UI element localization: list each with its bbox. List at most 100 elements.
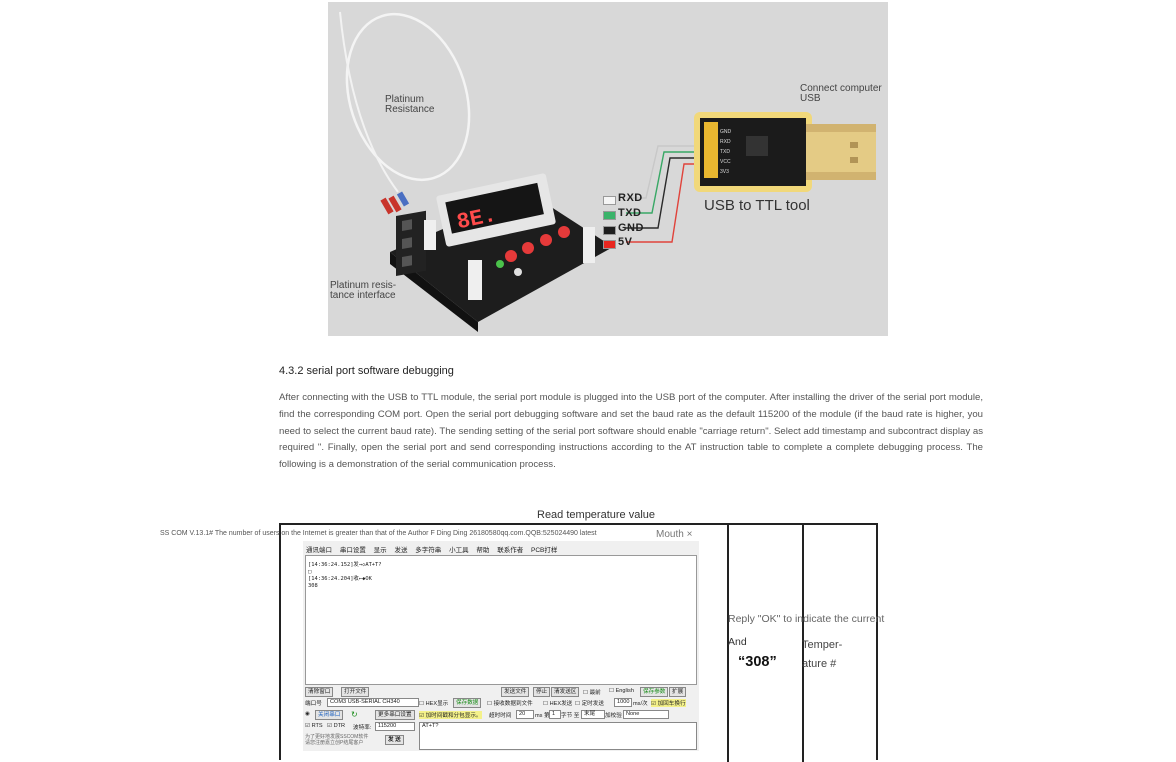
send-input[interactable]: AT+T? xyxy=(419,722,697,750)
port-select[interactable]: COM3 USB-SERIAL CH340 xyxy=(327,698,419,707)
log-line: 308 xyxy=(308,583,318,589)
probe-lead xyxy=(339,11,399,193)
log-line: [14:36:24.204]收←◆OK xyxy=(308,576,372,582)
send-button[interactable]: 发 送 xyxy=(385,735,404,745)
label-usb-ttl-tool: USB to TTL tool xyxy=(704,197,810,214)
checkbox-english[interactable]: ☐ English xyxy=(609,688,634,694)
sscom-control-panel: 清除窗口 打开文件 发送文件 停止 清发送区 ☐ 最前 ☐ English 保存… xyxy=(303,686,699,751)
table-caption: Read temperature value xyxy=(537,509,656,521)
log-line: [14:36:24.152]发→◇AT+T? xyxy=(308,562,382,568)
sscom-menu-bar: 通讯端口 串口设置 显示 发送 多字符串 小工具 帮助 联系作者 PCB打样 xyxy=(306,544,563,554)
checkbox-add-crlf-label: 加回车换行 xyxy=(657,701,686,707)
send-file-button[interactable]: 发送文件 xyxy=(501,687,530,697)
section-heading: 4.3.2 serial port software debugging xyxy=(279,365,454,377)
checkbox-rts[interactable]: ☑ RTS xyxy=(305,723,323,729)
save-data-button[interactable]: 保存数据 xyxy=(453,698,482,708)
table-divider xyxy=(802,525,804,762)
checkbox-hex-display[interactable]: ☐ HEX显示 xyxy=(419,701,449,707)
sscom-title-bar: SS COM V.13.1# The number of users on th… xyxy=(160,530,597,537)
checkbox-top-label: 最前 xyxy=(589,690,601,696)
stop-button[interactable]: 停止 xyxy=(533,687,551,697)
byte-index-input[interactable]: 1 xyxy=(549,710,561,719)
timeout-input[interactable]: 20 xyxy=(516,710,534,719)
byte-label: 字节 至 xyxy=(561,713,580,719)
product-photo: 8E. GND RXD TXD VCC 3V3 Platinum Resista xyxy=(328,2,888,336)
and-text: And xyxy=(728,636,747,648)
temperature-label: Temper- ature # xyxy=(802,639,843,670)
checkbox-timestamp-label: 加时间戳和分包显示。 xyxy=(425,713,482,719)
wire-label-rxd: RXD xyxy=(618,192,643,204)
wiring-diagram-illustration: 8E. GND RXD TXD VCC 3V3 xyxy=(339,11,876,332)
svg-text:3V3: 3V3 xyxy=(720,169,729,175)
checkbox-recv-to-file[interactable]: ☐ 接收数据到文件 xyxy=(487,701,533,707)
checksum-select[interactable]: None xyxy=(623,710,669,719)
menu-item-comm-port[interactable]: 通讯端口 xyxy=(306,547,332,554)
expand-button[interactable]: 扩展 xyxy=(669,687,687,697)
platinum-wire-loop xyxy=(345,12,471,182)
status-indicator-icon: ◉ xyxy=(305,711,310,717)
checkbox-rts-label: RTS xyxy=(311,723,323,729)
receive-log[interactable]: [14:36:24.152]发→◇AT+T? □ [14:36:24.204]收… xyxy=(305,555,697,685)
reply-description: Reply "OK" to indicate the current xyxy=(728,613,885,625)
period-unit: ms/次 xyxy=(633,701,648,707)
menu-item-send[interactable]: 发送 xyxy=(394,547,408,554)
baud-label: 波特率: xyxy=(353,725,372,731)
wire-label-txd: TXD xyxy=(618,207,642,219)
menu-item-tools[interactable]: 小工具 xyxy=(449,547,469,554)
label-connect-usb: Connect computer USB xyxy=(800,83,882,104)
svg-text:GND: GND xyxy=(720,129,732,135)
clear-window-button[interactable]: 清除窗口 xyxy=(305,687,334,697)
menu-item-help[interactable]: 帮助 xyxy=(476,547,490,554)
byte-end-select[interactable]: 末尾 xyxy=(581,710,605,719)
temperature-value: “308” xyxy=(738,654,777,670)
refresh-icon[interactable]: ↻ xyxy=(351,710,358,719)
sscom-window: 通讯端口 串口设置 显示 发送 多字符串 小工具 帮助 联系作者 PCB打样 [… xyxy=(303,541,699,751)
checkbox-hex-display-label: HEX显示 xyxy=(425,701,449,707)
checksum-label: 加校验 xyxy=(605,713,622,719)
clear-send-button[interactable]: 清发送区 xyxy=(551,687,580,697)
probe-terminals xyxy=(380,191,410,215)
wire-swatch-gnd xyxy=(603,226,616,235)
connection-wires xyxy=(626,145,696,243)
baud-select[interactable]: 115200 xyxy=(375,722,415,731)
checkbox-hex-send[interactable]: ☐ HEX发送 xyxy=(543,701,573,707)
wire-swatch-txd xyxy=(603,211,616,220)
close-port-button[interactable]: 关闭串口 xyxy=(315,710,344,720)
wire-swatch-5v xyxy=(603,240,616,249)
timeout-label: 超时时间 xyxy=(489,713,512,719)
svg-text:TXD: TXD xyxy=(720,149,730,155)
checkbox-hex-send-label: HEX发送 xyxy=(549,701,573,707)
checkbox-top[interactable]: ☐ 最前 xyxy=(583,690,601,696)
usb-ttl-module xyxy=(694,112,876,192)
checkbox-dtr-label: DTR xyxy=(333,723,346,729)
timeout-unit: ms 第 xyxy=(535,713,550,719)
usb-board-pin-labels: GND RXD TXD VCC 3V3 xyxy=(720,129,732,175)
checkbox-add-crlf[interactable]: ☑ 加回车换行 xyxy=(651,699,686,707)
table-divider xyxy=(727,525,729,762)
checkbox-recv-to-file-label: 接收数据到文件 xyxy=(493,701,533,707)
checkbox-dtr[interactable]: ☑ DTR xyxy=(327,723,346,729)
menu-item-display[interactable]: 显示 xyxy=(373,547,387,554)
label-platinum-resistance: Platinum Resistance xyxy=(385,94,435,115)
period-input[interactable]: 1000 xyxy=(614,698,632,707)
menu-item-multi-string[interactable]: 多字符串 xyxy=(415,547,442,554)
menu-item-pcb[interactable]: PCB打样 xyxy=(531,547,558,554)
wire-label-5v: 5V xyxy=(618,236,633,248)
menu-item-contact[interactable]: 联系作者 xyxy=(497,547,524,554)
thermometer-board xyxy=(390,173,613,332)
svg-text:RXD: RXD xyxy=(720,139,731,145)
checkbox-timed-send[interactable]: ☐ 定时发送 xyxy=(575,701,604,707)
checkbox-english-label: English xyxy=(615,688,634,694)
svg-text:VCC: VCC xyxy=(720,159,731,165)
checkbox-timestamp[interactable]: ☑ 加时间戳和分包显示。 xyxy=(419,711,482,719)
section-body: After connecting with the USB to TTL mod… xyxy=(279,392,983,471)
wire-label-gnd: GND xyxy=(618,222,644,234)
wire-swatch-rxd xyxy=(603,196,616,205)
open-file-button[interactable]: 打开文件 xyxy=(341,687,370,697)
save-params-button[interactable]: 保存参数 xyxy=(640,687,669,697)
log-line: □ xyxy=(308,569,312,575)
demo-table xyxy=(279,523,878,762)
more-settings-button[interactable]: 更多串口设置 xyxy=(375,710,415,720)
menu-item-port-settings[interactable]: 串口设置 xyxy=(339,547,366,554)
window-close-button[interactable]: Mouth × xyxy=(656,529,693,540)
